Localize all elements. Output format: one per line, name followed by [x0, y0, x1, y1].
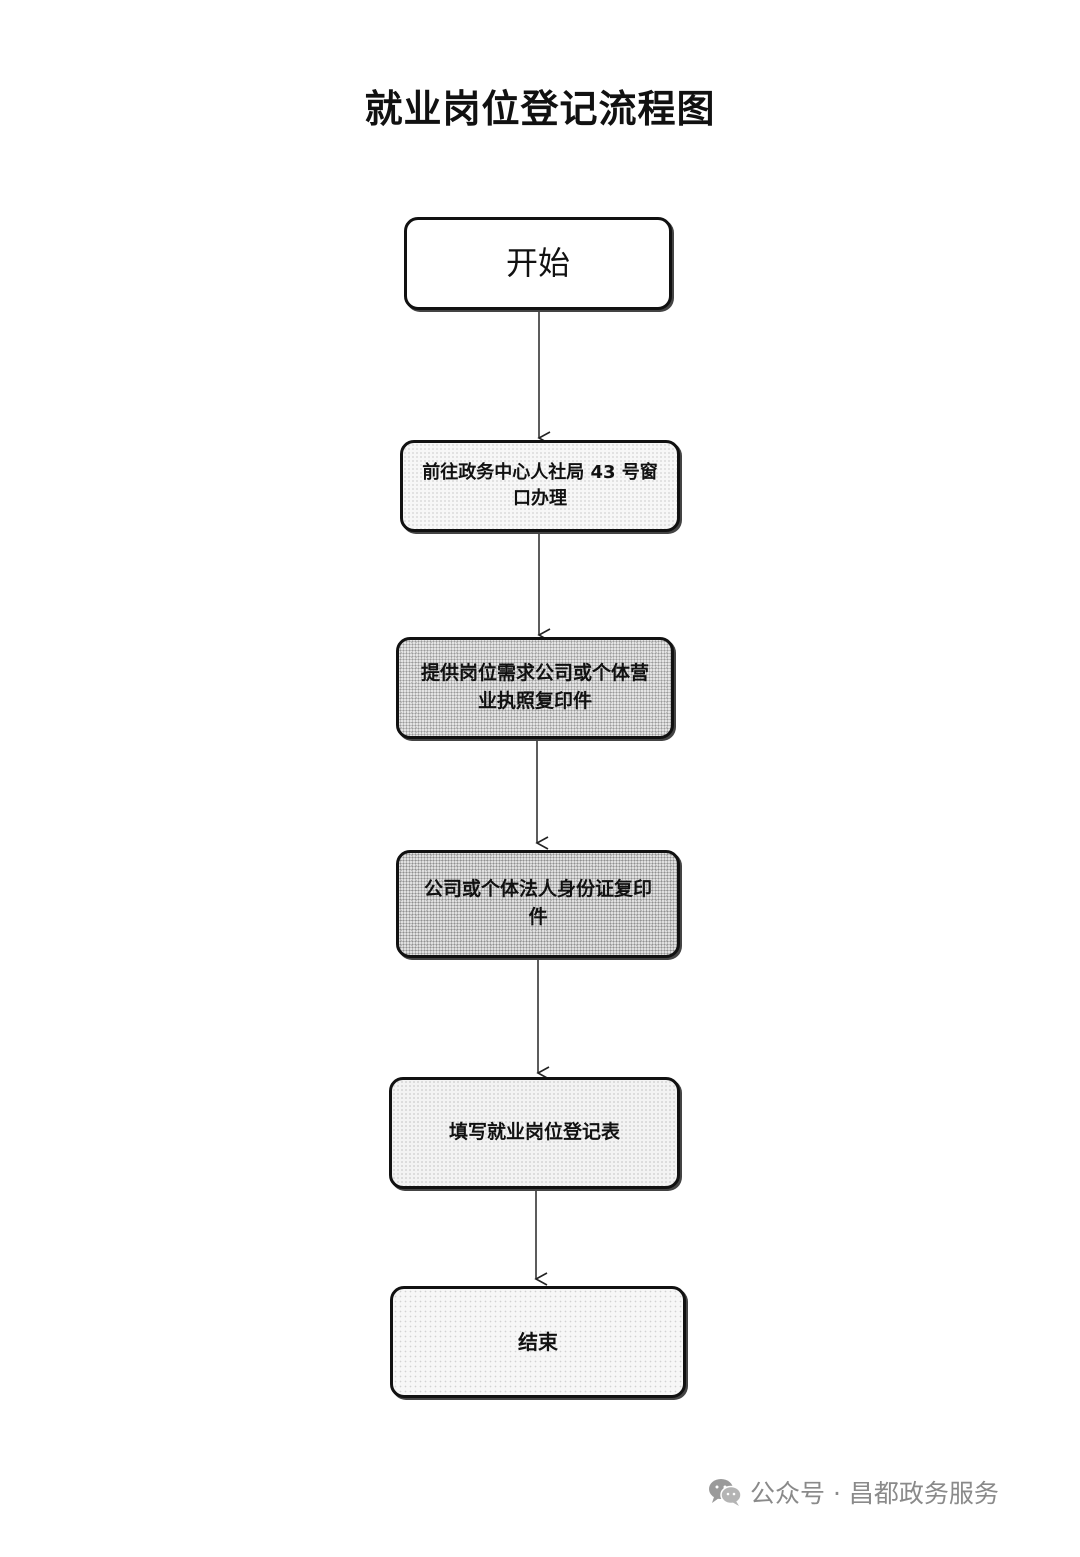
id-copy-label-line1: 公司或个体法人身份证复印: [423, 878, 652, 901]
business-license-node: 提供岗位需求公司或个体营 业执照复印件: [396, 637, 674, 739]
end-node-label: 结束: [518, 1329, 558, 1354]
watermark: 公众号 · 昌都政务服务: [708, 1470, 999, 1514]
end-node: 结束: [390, 1286, 686, 1398]
id-copy-node: 公司或个体法人身份证复印 件: [396, 850, 680, 958]
id-copy-label-line2: 件: [528, 906, 548, 928]
go-to-window-label-line2: 口办理: [513, 488, 567, 509]
page-title: 就业岗位登记流程图: [364, 86, 716, 131]
fill-form-node: 填写就业岗位登记表: [389, 1077, 680, 1189]
go-to-window-label-line1: 前往政务中心人社局 43 号窗: [422, 461, 658, 483]
business-license-label-line2: 业执照复印件: [477, 690, 592, 712]
fill-form-label: 填写就业岗位登记表: [448, 1121, 620, 1144]
start-node: 开始: [404, 217, 672, 310]
watermark-text: 公众号 · 昌都政务服务: [750, 1479, 999, 1508]
start-node-label: 开始: [505, 244, 570, 283]
wechat-icon: [709, 1479, 742, 1506]
business-license-label-line1: 提供岗位需求公司或个体营: [420, 662, 649, 685]
go-to-window-node: 前往政务中心人社局 43 号窗 口办理: [400, 440, 680, 532]
